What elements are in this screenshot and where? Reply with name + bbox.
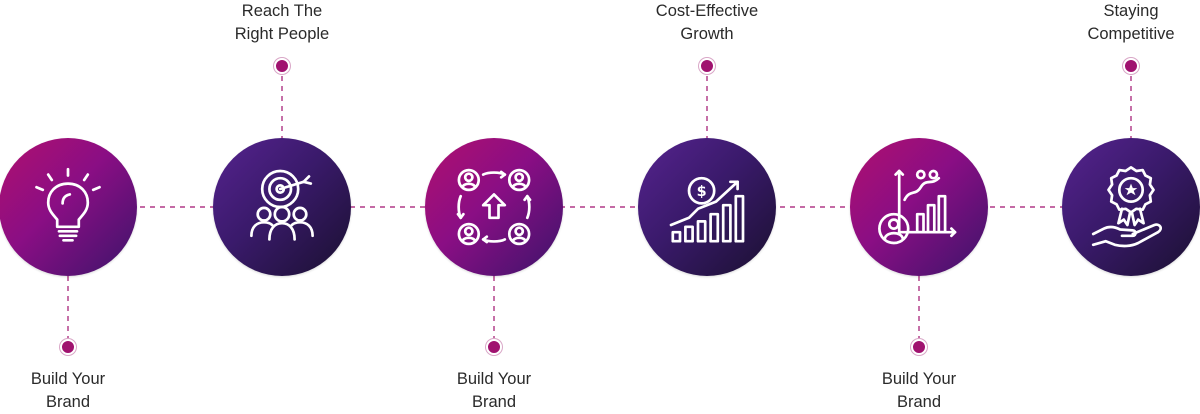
step-2-label-line1: Reach The bbox=[241, 2, 323, 20]
step-2-circle bbox=[213, 138, 351, 276]
step-2-marker-dot bbox=[274, 58, 290, 74]
step-1-label: Build Your Brand bbox=[0, 368, 168, 414]
step-5-label-line1: Build Your bbox=[881, 370, 957, 388]
cost-growth-chart-icon: $ bbox=[669, 176, 745, 243]
step-6-label-line1: Staying bbox=[1103, 2, 1159, 20]
step-5-circle bbox=[850, 138, 988, 276]
step-5-label-line2: Brand bbox=[896, 393, 942, 411]
step-6-label: Staying Competitive bbox=[1031, 0, 1200, 46]
step-6-circle bbox=[1062, 138, 1200, 276]
step-6-label-line2: Competitive bbox=[1087, 25, 1175, 43]
step-2-label-line2: Right People bbox=[234, 25, 330, 43]
step-5-label: Build Your Brand bbox=[819, 368, 1019, 414]
target-audience-icon bbox=[250, 169, 314, 241]
step-1-marker-dot bbox=[60, 339, 76, 355]
step-3-label-line2: Brand bbox=[471, 393, 517, 411]
step-2-label: Reach The Right People bbox=[182, 0, 382, 46]
step-6-marker-dot bbox=[1123, 58, 1139, 74]
network-growth-icon bbox=[456, 168, 532, 246]
step-1-label-line2: Brand bbox=[45, 393, 91, 411]
step-3-label: Build Your Brand bbox=[394, 368, 594, 414]
step-4-marker-dot bbox=[699, 58, 715, 74]
step-4-label-line1: Cost-Effective bbox=[655, 2, 759, 20]
step-3-circle bbox=[425, 138, 563, 276]
step-3-marker-dot bbox=[486, 339, 502, 355]
lightbulb-icon bbox=[35, 167, 101, 242]
step-4-label-line2: Growth bbox=[680, 25, 734, 43]
svg-text:$: $ bbox=[697, 184, 707, 200]
step-5-marker-dot bbox=[911, 339, 927, 355]
step-1-label-line1: Build Your bbox=[30, 370, 106, 388]
analytics-user-icon bbox=[878, 169, 957, 245]
step-4-label: Cost-Effective Growth bbox=[607, 0, 807, 46]
award-hand-icon bbox=[1091, 166, 1162, 248]
step-4-circle: $ bbox=[638, 138, 776, 276]
step-1-circle bbox=[0, 138, 137, 276]
step-3-label-line1: Build Your bbox=[456, 370, 532, 388]
